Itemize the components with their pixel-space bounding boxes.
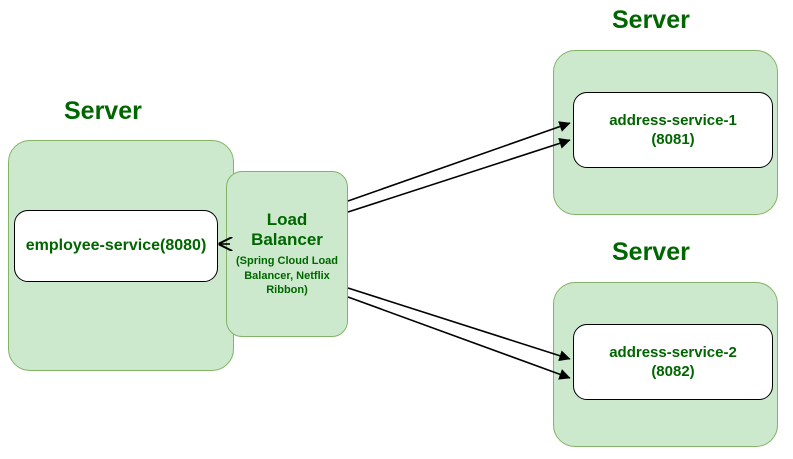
- edge-lb-to-address-2-b: [347, 296, 571, 380]
- server-label-top-right: Server: [612, 6, 690, 34]
- employee-service-label: employee-service(8080): [25, 237, 207, 255]
- address-service-1-port: (8081): [651, 131, 695, 148]
- address-service-1-label: address-service-1: [609, 111, 737, 129]
- load-balancer-box[interactable]: Load Balancer (Spring Cloud Load Balance…: [226, 171, 348, 337]
- load-balancer-title-line1: Load: [266, 210, 308, 230]
- server-label-left: Server: [64, 97, 142, 125]
- edge-lb-to-address-2-a: [347, 287, 571, 362]
- address-service-1-box[interactable]: address-service-1 (8081): [573, 92, 773, 168]
- employee-service-box[interactable]: employee-service(8080): [14, 210, 218, 282]
- load-balancer-subtitle: (Spring Cloud Load Balancer, Netflix Rib…: [235, 255, 339, 297]
- edge-lb-to-address-1-b: [347, 137, 571, 213]
- load-balancer-title-line2: Balancer: [251, 230, 323, 250]
- address-service-2-label: address-service-2: [609, 343, 737, 361]
- edge-lb-to-address-1-a: [347, 121, 571, 202]
- server-label-bottom-right: Server: [612, 238, 690, 266]
- address-service-2-box[interactable]: address-service-2 (8082): [573, 324, 773, 400]
- address-service-2-port: (8082): [651, 363, 695, 380]
